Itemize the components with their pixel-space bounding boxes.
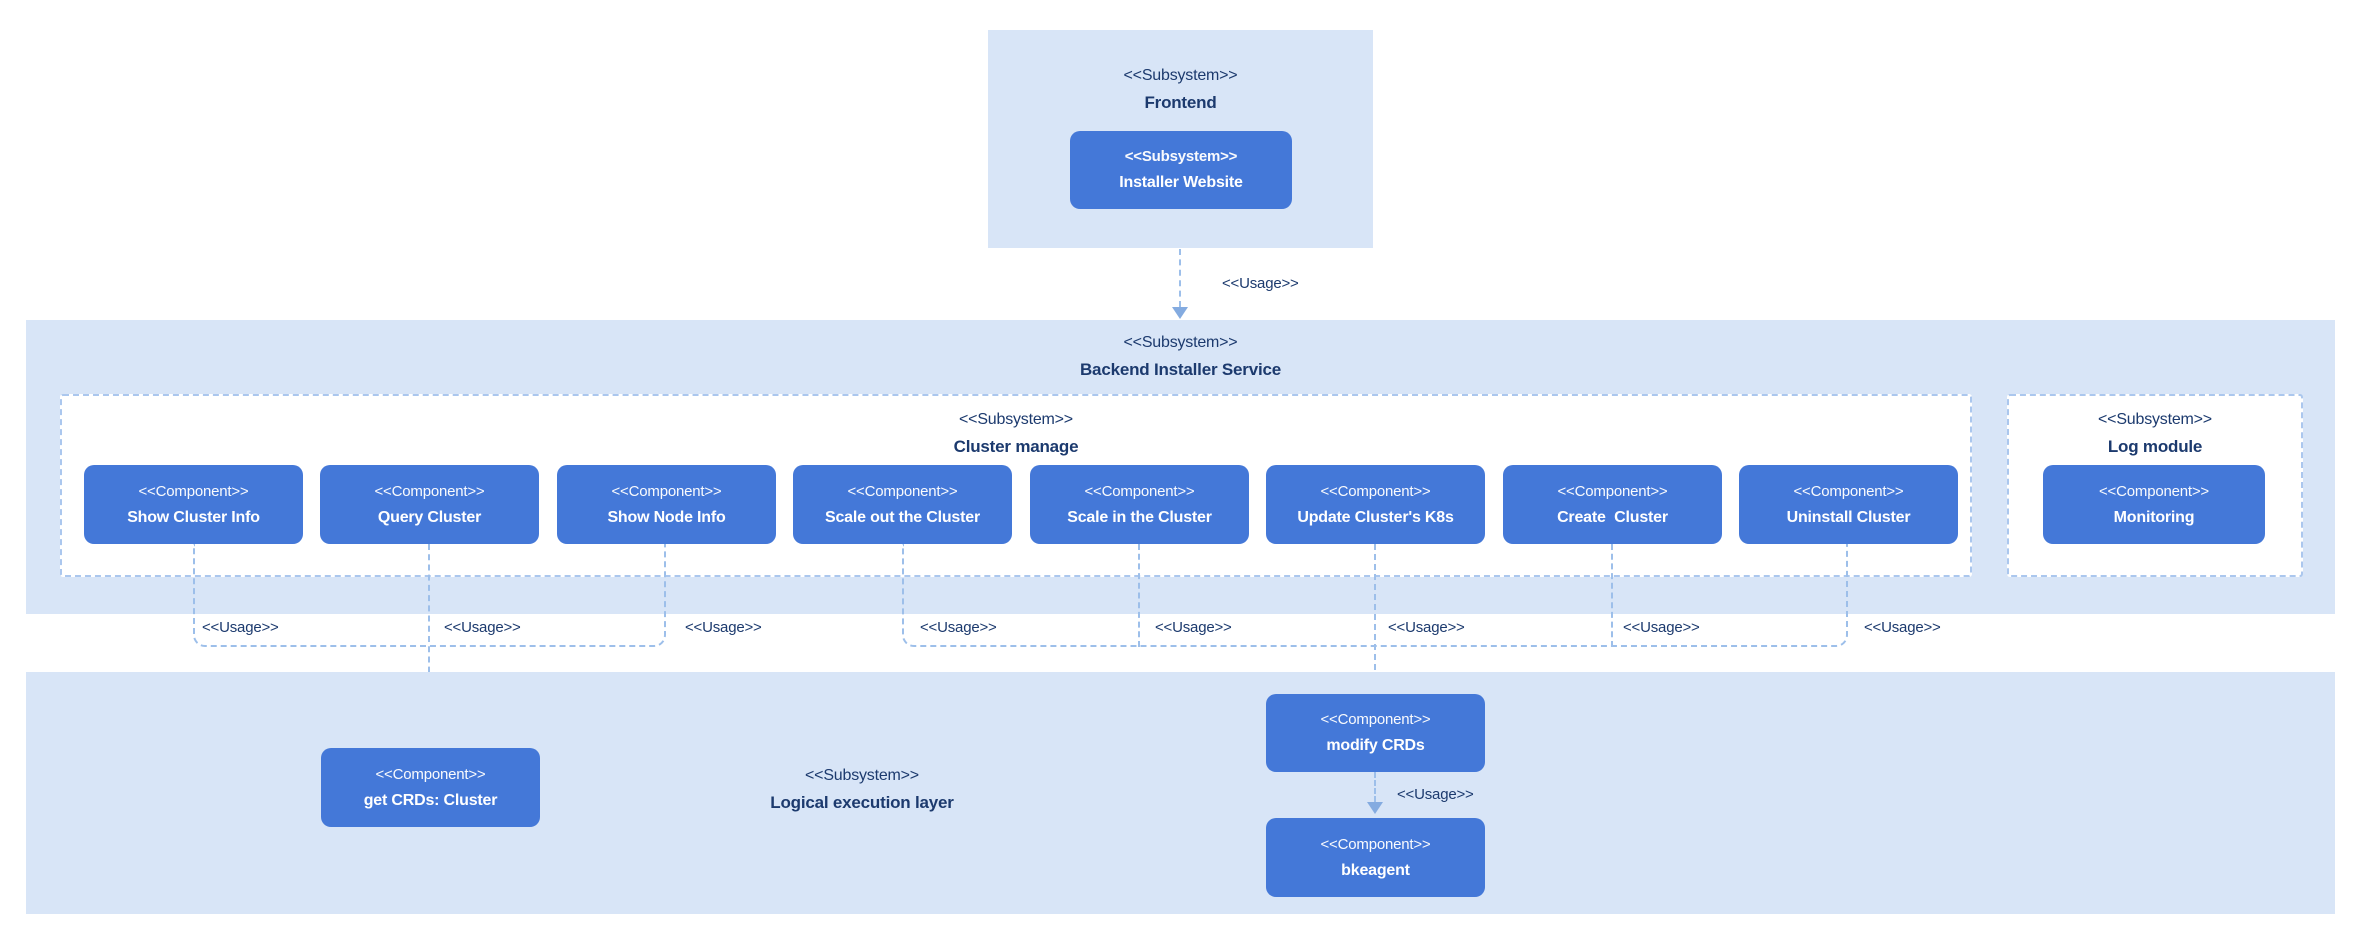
- usage-label-frontend-backend: <<Usage>>: [1222, 275, 1299, 292]
- arrowhead-bkeagent: [1367, 802, 1383, 814]
- component-label: get CRDs: Cluster: [363, 791, 498, 809]
- connector-query-cluster-get-crds: [428, 544, 430, 734]
- cluster-manage-header: <<Subsystem>> Cluster manage: [60, 406, 1972, 460]
- frontend-stereotype: <<Subsystem>>: [1123, 67, 1238, 84]
- logical-layer-title: Logical execution layer: [770, 793, 954, 812]
- component-stereotype: <<Component>>: [374, 482, 485, 500]
- component-stereotype: <<Component>>: [138, 482, 249, 500]
- cluster-manage-stereotype: <<Subsystem>>: [959, 411, 1073, 428]
- installer-website-stereotype: <<Subsystem>>: [1124, 148, 1238, 165]
- component-show-cluster-info: <<Component>> Show Cluster Info: [84, 465, 303, 544]
- backend-subsystem-header: <<Subsystem>> Backend Installer Service: [26, 329, 2335, 383]
- logical-layer-stereotype: <<Subsystem>>: [805, 767, 919, 784]
- frontend-subsystem-header: <<Subsystem>> Frontend: [988, 62, 1373, 116]
- component-label: modify CRDs: [1326, 737, 1425, 754]
- backend-title: Backend Installer Service: [1079, 360, 1281, 379]
- component-stereotype: <<Component>>: [2099, 482, 2209, 500]
- component-label: Show Node Info: [607, 508, 726, 526]
- component-label: Scale in the Cluster: [1067, 508, 1212, 526]
- component-show-node-info: <<Component>> Show Node Info: [557, 465, 776, 544]
- component-label: Scale out the Cluster: [825, 508, 980, 526]
- component-uninstall-cluster: <<Component>> Uninstall Cluster: [1739, 465, 1958, 544]
- usage-label-2: <<Usage>>: [444, 619, 521, 636]
- usage-label-7: <<Usage>>: [1623, 619, 1700, 636]
- usage-label-8: <<Usage>>: [1864, 619, 1941, 636]
- component-stereotype: <<Component>>: [611, 482, 722, 500]
- component-update-clusters-k8s: <<Component>> Update Cluster's K8s: [1266, 465, 1485, 544]
- connector-scale-in-bus: [1138, 544, 1140, 647]
- component-scale-in-cluster: <<Component>> Scale in the Cluster: [1030, 465, 1249, 544]
- arrowhead-frontend-backend: [1172, 307, 1188, 319]
- connector-frontend-backend: [1179, 249, 1181, 307]
- component-monitoring: <<Component>> Monitoring: [2043, 465, 2265, 544]
- usage-label-3: <<Usage>>: [685, 619, 762, 636]
- component-label: Update Cluster's K8s: [1297, 508, 1454, 526]
- usage-label-6: <<Usage>>: [1388, 619, 1465, 636]
- component-label: Uninstall Cluster: [1786, 508, 1911, 526]
- component-create-cluster: <<Component>> Create Cluster: [1503, 465, 1722, 544]
- usage-label-4: <<Usage>>: [920, 619, 997, 636]
- component-label: Monitoring: [2113, 508, 2195, 526]
- connector-update-k8s-modify-crds: [1374, 544, 1376, 680]
- component-stereotype: <<Component>>: [1320, 835, 1431, 853]
- connector-create-cluster-bus: [1611, 544, 1613, 647]
- component-modify-crds: <<Component>> modify CRDs: [1266, 694, 1485, 772]
- component-stereotype: <<Component>>: [1320, 482, 1431, 500]
- component-query-cluster: <<Component>> Query Cluster: [320, 465, 539, 544]
- component-stereotype: <<Component>>: [1793, 482, 1904, 500]
- component-scale-out-cluster: <<Component>> Scale out the Cluster: [793, 465, 1012, 544]
- component-get-crds-cluster: <<Component>> get CRDs: Cluster: [321, 748, 540, 827]
- usage-label-modify-bkeagent: <<Usage>>: [1397, 786, 1474, 803]
- component-label: Show Cluster Info: [127, 508, 260, 526]
- component-bkeagent: <<Component>> bkeagent: [1266, 818, 1485, 897]
- component-stereotype: <<Component>>: [1557, 482, 1668, 500]
- log-module-header: <<Subsystem>> Log module: [2007, 406, 2303, 460]
- usage-label-1: <<Usage>>: [202, 619, 279, 636]
- usage-label-5: <<Usage>>: [1155, 619, 1232, 636]
- component-label: bkeagent: [1341, 861, 1410, 879]
- installer-website-label: Installer Website: [1119, 174, 1243, 191]
- component-stereotype: <<Component>>: [847, 482, 958, 500]
- component-label: Query Cluster: [377, 508, 482, 526]
- component-stereotype: <<Component>>: [1320, 711, 1431, 728]
- component-stereotype: <<Component>>: [1084, 482, 1195, 500]
- component-label: Create Cluster: [1557, 508, 1668, 526]
- frontend-title: Frontend: [1144, 93, 1217, 112]
- log-module-title: Log module: [2107, 437, 2203, 456]
- log-module-stereotype: <<Subsystem>>: [2098, 411, 2212, 428]
- logical-execution-layer-header: <<Subsystem>> Logical execution layer: [662, 762, 1062, 816]
- backend-stereotype: <<Subsystem>>: [1123, 334, 1238, 351]
- installer-website-box: <<Subsystem>> Installer Website: [1070, 131, 1292, 209]
- component-stereotype: <<Component>>: [375, 765, 486, 783]
- cluster-manage-title: Cluster manage: [953, 437, 1079, 456]
- connector-modify-crds-bkeagent: [1374, 772, 1376, 802]
